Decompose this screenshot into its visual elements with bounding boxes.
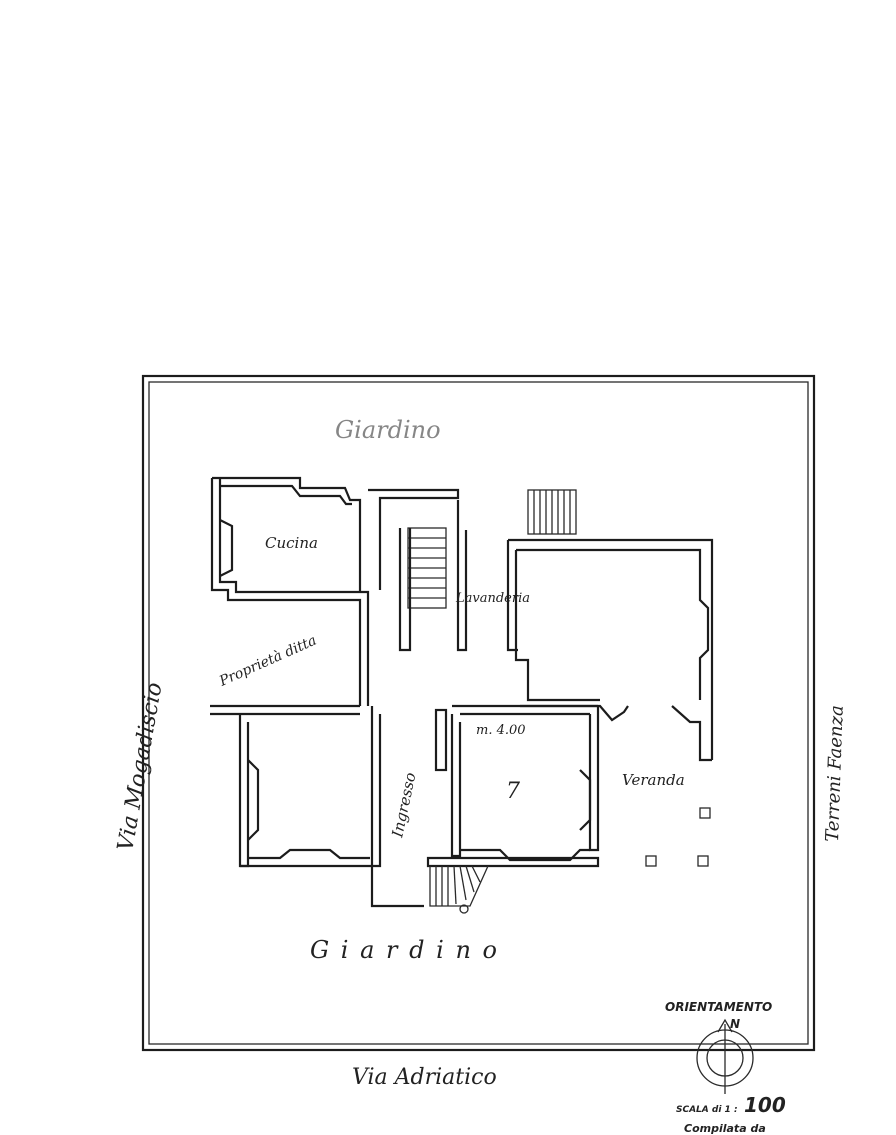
- compiled-by: Compilata da: [684, 1122, 766, 1135]
- rear-garden-label: Giardino: [335, 416, 441, 444]
- street-east-label: Terreni Faenza: [822, 705, 848, 842]
- kitchen-label: Cucina: [265, 534, 318, 552]
- north-letter: N: [730, 1017, 740, 1031]
- front-garden-label: G i a r d i n o: [310, 936, 499, 964]
- north-arrow-icon: [696, 1018, 754, 1094]
- orientation-title: ORIENTAMENTO: [665, 1000, 772, 1014]
- room-number-label: 7: [506, 779, 520, 804]
- neighbor-property-label: Proprietà ditta: [216, 633, 319, 690]
- street-west-label: Via Mogadiscio: [113, 681, 167, 853]
- scale-prefix: SCALA di 1 :: [676, 1105, 738, 1115]
- property-boundary: [141, 374, 816, 1052]
- scale-value: 100: [744, 1093, 786, 1117]
- building-walls: [210, 476, 714, 914]
- orientation-legend: ORIENTAMENTO N SCALA di 1 : 100 Compilat…: [665, 1000, 786, 1135]
- veranda-label: Veranda: [622, 771, 685, 789]
- street-south-label: Via Adriatico: [352, 1065, 497, 1090]
- hall-label: Ingresso: [388, 771, 419, 840]
- dimension-label: m. 4.00: [476, 723, 526, 738]
- laundry-label: Lavanderia: [455, 591, 530, 606]
